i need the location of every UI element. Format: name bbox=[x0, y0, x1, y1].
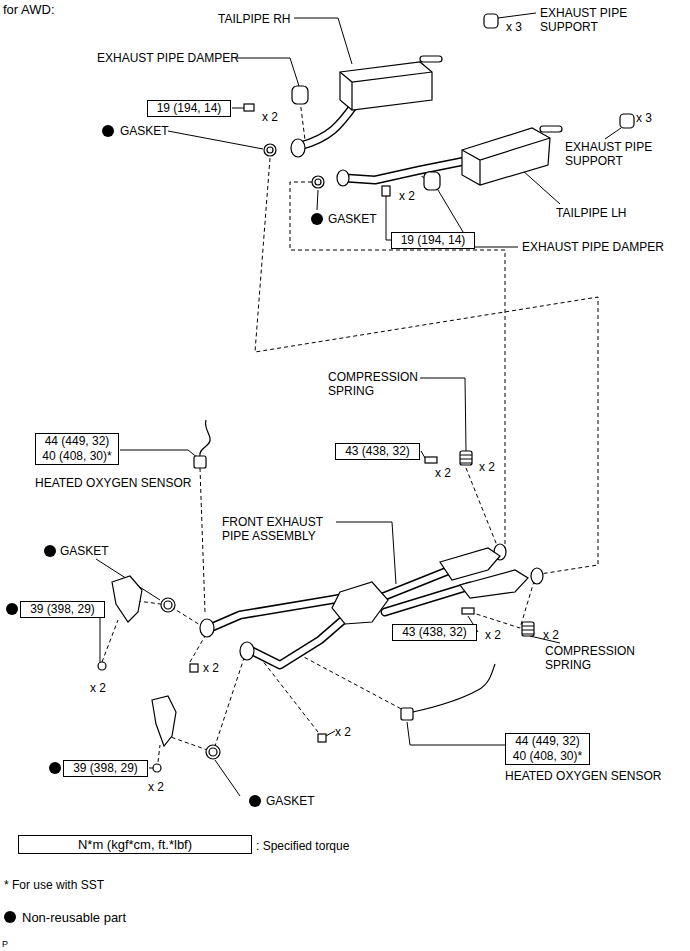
quantity-label: x 3 bbox=[506, 20, 522, 34]
torque-value: 43 (438, 32) bbox=[397, 625, 472, 640]
torque-value: N*m (kgf*cm, ft.*lbf) bbox=[23, 836, 247, 853]
part-label: P bbox=[2, 938, 8, 950]
quantity-label: x 2 bbox=[399, 189, 415, 203]
quantity-label: x 2 bbox=[90, 681, 106, 695]
part-label: GASKET bbox=[266, 794, 315, 808]
torque-value: 44 (449, 32) bbox=[510, 734, 585, 749]
quantity-label: x 2 bbox=[148, 780, 164, 794]
part-label: * For use with SST bbox=[4, 878, 104, 892]
part-label: EXHAUST PIPE DAMPER bbox=[522, 240, 664, 254]
torque-box: 39 (398, 29) bbox=[63, 760, 148, 777]
part-label: HEATED OXYGEN SENSOR bbox=[35, 476, 191, 490]
quantity-label: x 2 bbox=[485, 628, 501, 642]
part-label: : Specified torque bbox=[256, 839, 349, 853]
part-label: EXHAUST PIPE DAMPER bbox=[97, 51, 239, 65]
part-label: GASKET bbox=[328, 212, 377, 226]
quantity-label: x 2 bbox=[262, 110, 278, 124]
part-label: EXHAUST PIPE SUPPORT bbox=[565, 140, 665, 168]
torque-value: 39 (398, 29) bbox=[68, 761, 143, 776]
quantity-label: x 2 bbox=[543, 628, 559, 642]
torque-box: 39 (398, 29) bbox=[20, 601, 105, 618]
part-label: COMPRESSION SPRING bbox=[545, 644, 645, 672]
torque-box: 43 (438, 32) bbox=[335, 443, 420, 460]
quantity-label: x 2 bbox=[335, 725, 351, 739]
torque-box: 44 (449, 32)40 (408, 30)* bbox=[35, 433, 119, 465]
quantity-label: x 2 bbox=[203, 661, 219, 675]
part-label: for AWD: bbox=[3, 2, 55, 18]
part-label: GASKET bbox=[120, 124, 169, 138]
torque-box: 44 (449, 32)40 (408, 30)* bbox=[505, 733, 590, 765]
part-label: TAILPIPE RH bbox=[218, 12, 290, 26]
quantity-label: x 2 bbox=[435, 466, 451, 480]
torque-box: N*m (kgf*cm, ft.*lbf) bbox=[18, 835, 252, 854]
part-label: GASKET bbox=[60, 544, 109, 558]
legend-text: Non-reusable part bbox=[22, 910, 126, 925]
torque-value: 39 (398, 29) bbox=[25, 602, 100, 617]
torque-value: 40 (408, 30)* bbox=[510, 749, 585, 764]
torque-value: 40 (408, 30)* bbox=[40, 449, 114, 464]
torque-value: 19 (194, 14) bbox=[152, 101, 226, 116]
quantity-label: x 3 bbox=[636, 111, 652, 125]
part-label: EXHAUST PIPE SUPPORT bbox=[540, 6, 640, 34]
part-label: COMPRESSION SPRING bbox=[328, 370, 428, 398]
part-label: HEATED OXYGEN SENSOR bbox=[505, 769, 661, 783]
torque-box: 19 (194, 14) bbox=[147, 100, 231, 117]
torque-box: 19 (194, 14) bbox=[391, 232, 475, 249]
part-label: FRONT EXHAUST PIPE ASSEMBLY bbox=[222, 515, 332, 543]
torque-value: 44 (449, 32) bbox=[40, 434, 114, 449]
torque-value: 43 (438, 32) bbox=[340, 444, 415, 459]
part-label: TAILPIPE LH bbox=[556, 206, 626, 220]
torque-value: 19 (194, 14) bbox=[396, 233, 470, 248]
torque-box: 43 (438, 32) bbox=[392, 624, 477, 641]
quantity-label: x 2 bbox=[479, 460, 495, 474]
